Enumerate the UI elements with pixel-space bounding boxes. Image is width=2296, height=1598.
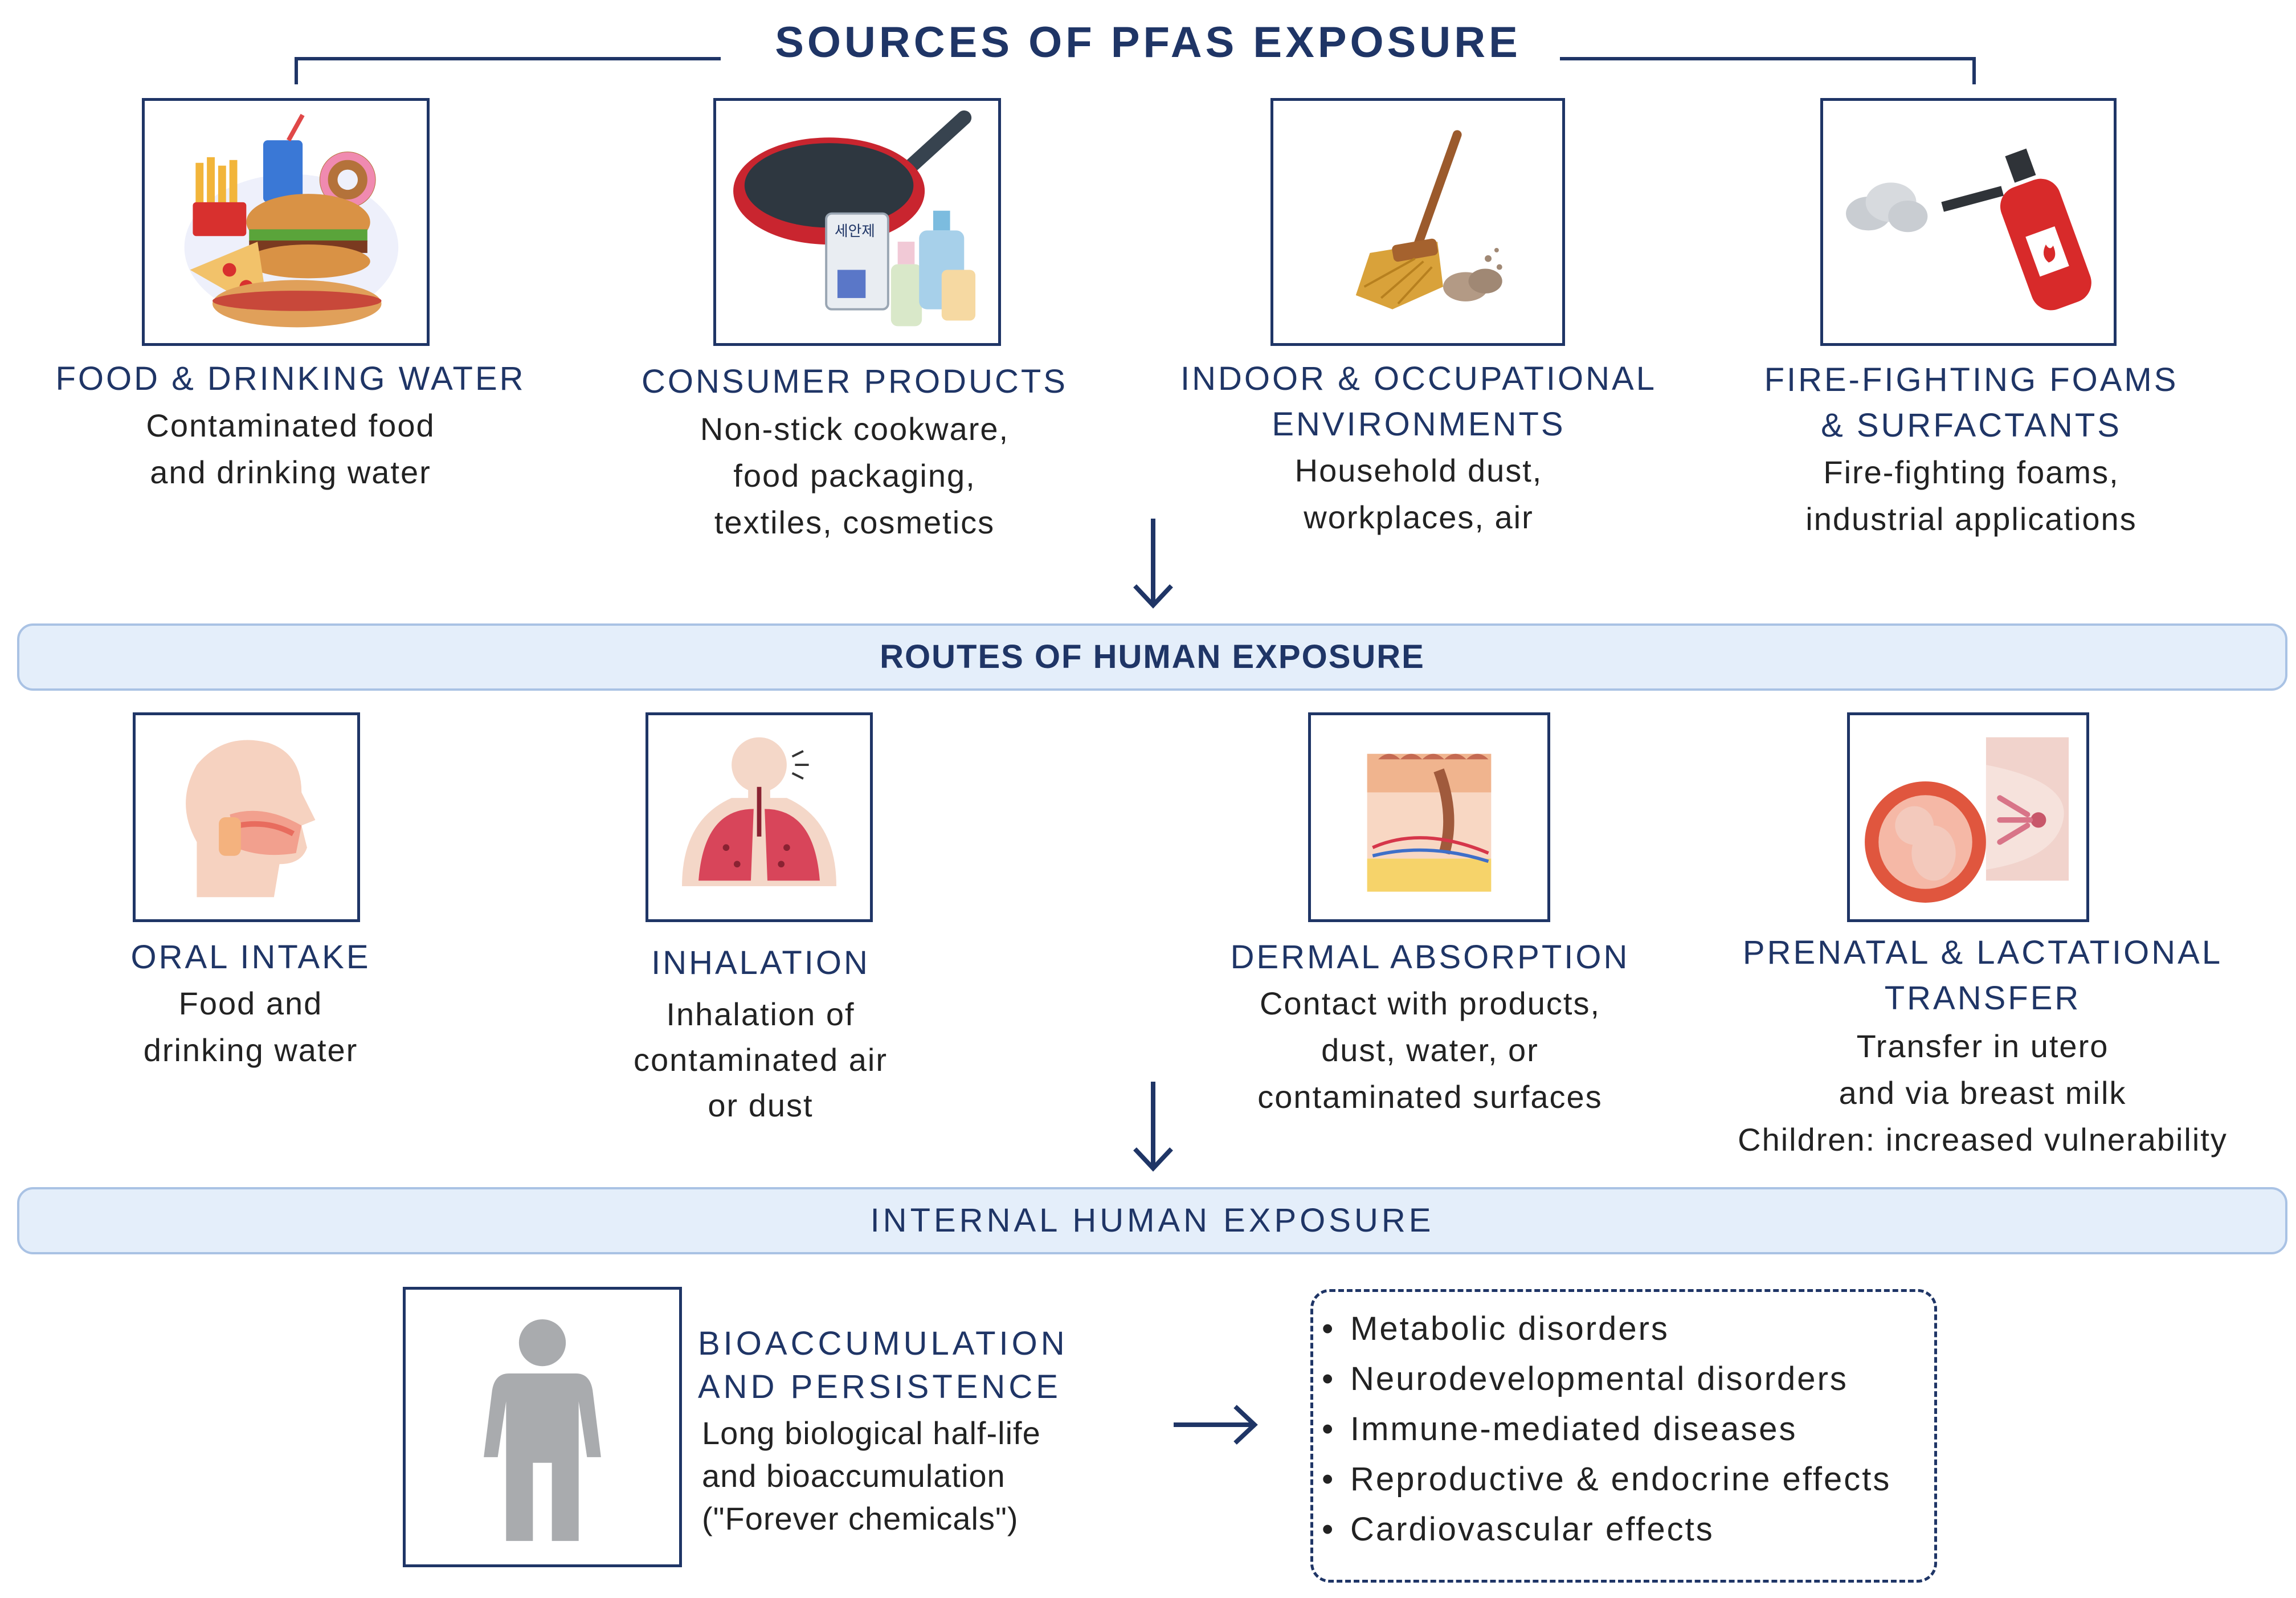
fetus-breast-icon (1847, 712, 2089, 922)
health-effects-box (1310, 1289, 1937, 1583)
skin-layers-icon (1308, 712, 1550, 922)
title-bracket-right-horizontal (1560, 57, 1976, 60)
routes-band-label: ROUTES OF HUMAN EXPOSURE (880, 638, 1425, 675)
source-title-food: FOOD & DRINKING WATER (55, 360, 526, 397)
bioaccumulation-desc: Long biological half-life and bioaccumul… (702, 1415, 1041, 1536)
route-title-dermal: DERMAL ABSORPTION (1230, 939, 1630, 976)
person-silhouette-icon (403, 1287, 682, 1567)
route-title-prenatal: PRENATAL & LACTATIONAL TRANSFER (1742, 934, 2223, 1017)
head-mouth-icon (133, 712, 360, 922)
title-bracket-right-vertical (1972, 57, 1976, 84)
bioaccumulation-title: BIOACCUMULATION AND PERSISTENCE (698, 1325, 1068, 1405)
route-desc-prenatal: Transfer in utero and via breast milk Ch… (1738, 1028, 2228, 1157)
source-desc-food: Contaminated food and drinking water (146, 407, 435, 490)
diagram-title: SOURCES OF PFAS EXPOSURE (775, 18, 1521, 67)
source-title-firefighting: FIRE-FIGHTING FOAMS & SURFACTANTS (1764, 361, 2179, 444)
route-title-inhalation: INHALATION (651, 944, 870, 981)
down-arrow-icon-2 (1130, 1082, 1176, 1173)
title-bracket-left-vertical (295, 57, 298, 84)
source-desc-indoor: Household dust, workplaces, air (1294, 453, 1543, 535)
internal-band-label: INTERNAL HUMAN EXPOSURE (870, 1202, 1435, 1239)
source-title-indoor: INDOOR & OCCUPATIONAL ENVIRONMENTS (1180, 360, 1657, 443)
route-desc-oral: Food and drinking water (143, 985, 358, 1068)
frying-pan-cosmetics-icon: 세안제 (713, 98, 1001, 346)
fast-food-icon (142, 98, 430, 346)
lungs-icon (646, 712, 873, 922)
right-arrow-icon (1174, 1402, 1259, 1448)
fire-extinguisher-icon (1820, 98, 2117, 346)
health-effect-item: •Cardiovascular effects (1322, 1511, 1714, 1548)
internal-exposure-band (17, 1187, 2287, 1254)
health-effect-item: •Neurodevelopmental disorders (1322, 1360, 1848, 1397)
route-desc-dermal: Contact with products, dust, water, or c… (1257, 985, 1603, 1115)
health-effect-item: •Immune-mediated diseases (1322, 1411, 1797, 1448)
source-title-consumer: CONSUMER PRODUCTS (642, 363, 1068, 400)
title-bracket-left-horizontal (295, 57, 721, 60)
health-effect-item: •Reproductive & endocrine effects (1322, 1461, 1891, 1498)
source-desc-consumer: Non-stick cookware, food packaging, text… (700, 411, 1010, 540)
routes-band (17, 623, 2287, 691)
packaging-label-text: 세안제 (835, 223, 875, 240)
route-title-oral: ORAL INTAKE (130, 939, 371, 976)
route-desc-inhalation: Inhalation of contaminated air or dust (633, 996, 888, 1123)
source-desc-firefighting: Fire-fighting foams, industrial applicat… (1805, 454, 2137, 537)
broom-dust-icon (1270, 98, 1565, 346)
health-effect-item: •Metabolic disorders (1322, 1310, 1669, 1347)
down-arrow-icon (1130, 519, 1176, 610)
